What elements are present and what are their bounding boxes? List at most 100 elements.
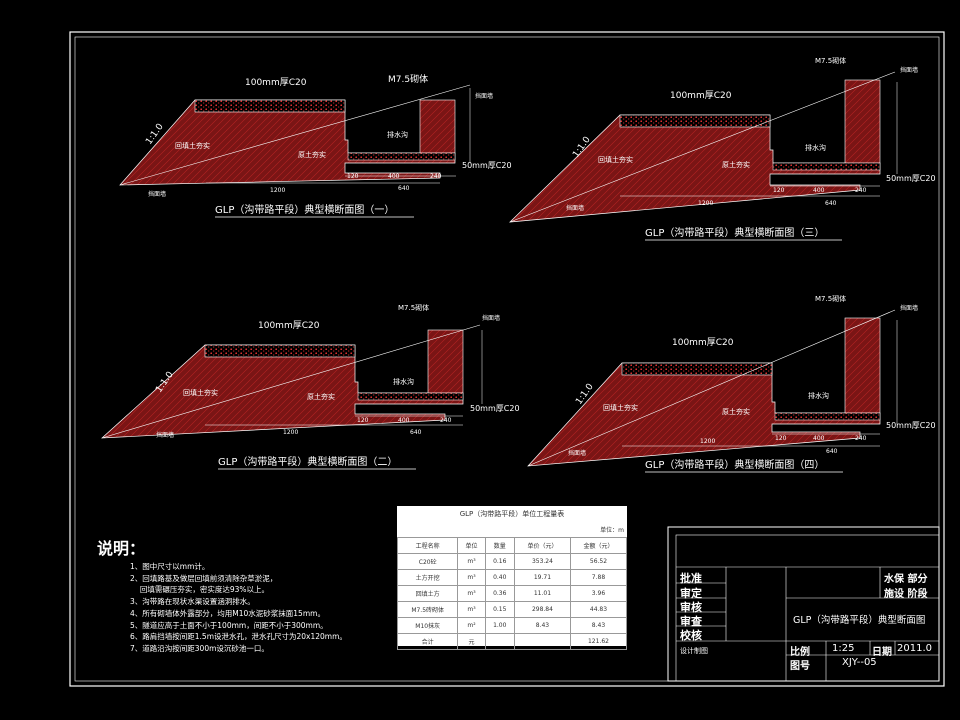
table-cell: 56.52	[569, 553, 628, 570]
table-row: 合计 元 121.62	[396, 633, 628, 650]
table-cell: 7.88	[569, 569, 628, 586]
section-1-c20-layer	[194, 99, 346, 113]
notes: 说明： 1、图中尺寸以mm计。 2、回填路基及做层回填前须清除杂草淤泥， 回填需…	[97, 535, 347, 655]
note-item: 3、沟带路在现状水渠设置涵洞排水。	[130, 597, 255, 607]
quantity-table-grid: 工程名称 单位 数量 单价（元） 金额（元） C20砼 m³ 0.16 353.…	[396, 537, 628, 650]
section-4-wall	[844, 317, 881, 414]
section-2-label-c20-bottom: 50mm厚C20	[470, 404, 520, 413]
table-cell: 353.24	[513, 553, 571, 570]
section-3-leader	[509, 71, 896, 223]
notes-list: 1、图中尺寸以mm计。 2、回填路基及做层回填前须清除杂草淤泥， 回填需碾压夯实…	[130, 561, 347, 655]
section-2-c20-layer	[204, 344, 356, 358]
title-block-project-part: 水保 部分	[884, 574, 928, 585]
title-block	[667, 526, 940, 682]
section-2-dim-1200: 1200	[283, 429, 298, 436]
table-cell: m³	[457, 585, 486, 602]
section-4-label-ditch: 排水沟	[808, 391, 829, 400]
section-1-caption: GLP（沟带路平段）典型横断面图（一）	[215, 203, 394, 216]
title-block-scale-label: 比例	[790, 647, 810, 658]
table-cell: 3.96	[569, 585, 628, 602]
section-3-dim-120: 120	[773, 187, 785, 194]
section-2-dim-240: 240	[440, 417, 452, 424]
section-3-c20-layer	[619, 114, 771, 128]
title-block-audit: 审查	[680, 615, 702, 628]
section-1-label-c20-top: 100mm厚C20	[245, 77, 307, 88]
table-cell: 0.15	[484, 601, 515, 618]
section-2-dim-640: 640	[410, 429, 422, 436]
table-cell: 44.83	[569, 601, 628, 618]
section-2-caption: GLP（沟带路平段）典型横断面图（二）	[218, 455, 397, 468]
table-cell: M7.5砖砌体	[396, 601, 459, 618]
title-block-date-label: 日期	[872, 647, 892, 658]
section-1-label-fill-right: 原土夯实	[298, 150, 326, 159]
table-row: 回填土方 m³ 0.36 11.01 3.96	[396, 585, 628, 602]
section-1-label-base: 挡面墙	[148, 190, 166, 198]
title-block-design: 设计制图	[680, 647, 708, 655]
table-row: M7.5砖砌体 m³ 0.15 298.84 44.83	[396, 601, 628, 618]
table-cell: m³	[457, 601, 486, 618]
table-row: 土方开挖 m³ 0.40 19.71 7.88	[396, 569, 628, 586]
section-3-dim-640: 640	[825, 200, 837, 207]
section-4-label-c20-bottom: 50mm厚C20	[886, 421, 936, 430]
table-cell: 19.71	[513, 569, 571, 586]
section-3-caption: GLP（沟带路平段）典型横断面图（三）	[645, 226, 824, 239]
title-block-proofread: 校核	[680, 629, 702, 642]
section-4-label-fill-right: 原土夯实	[722, 407, 750, 416]
section-2-dim-400: 400	[398, 417, 410, 424]
cross-section-4: 100mm厚C20 M7.5砌体 挡面墙 回填土夯实 原土夯实 排水沟 50mm…	[527, 294, 936, 473]
title-block-date-value: 2011.0	[897, 643, 932, 654]
section-2-label-base: 挡面墙	[156, 431, 174, 439]
table-cell: M10抹灰	[396, 617, 459, 634]
table-cell: 8.43	[513, 617, 571, 634]
section-4-c20-bottom	[774, 412, 881, 421]
note-item: 回填需碾压夯实，密实度达93%以上。	[130, 585, 270, 595]
cross-section-2: 100mm厚C20 M7.5砌体 挡面墙 回填土夯实 原土夯实 排水沟 50mm…	[101, 303, 520, 470]
table-cell: 0.40	[484, 569, 515, 586]
section-2-label-ditch: 排水沟	[393, 377, 414, 386]
note-item: 6、路肩挡墙按间距1.5m设泄水孔，泄水孔尺寸为20x120mm。	[130, 632, 347, 642]
section-2-label-wall2: 挡面墙	[482, 314, 500, 322]
section-1-dim-1200: 1200	[270, 187, 285, 194]
section-1-label-fill-left: 回填土夯实	[175, 141, 210, 150]
note-item: 2、回填路基及做层回填前须清除杂草淤泥，	[130, 573, 278, 583]
table-header-cell: 金额（元）	[569, 537, 628, 554]
section-1-earth	[119, 99, 456, 186]
section-1-leader	[119, 84, 471, 186]
section-2-label-fill-left: 回填土夯实	[183, 388, 218, 397]
section-4-label-wall2: 挡面墙	[900, 304, 918, 312]
section-4-label-base: 挡面墙	[568, 449, 586, 457]
section-1-c20-bottom	[347, 152, 456, 161]
section-2-label-fill-right: 原土夯实	[307, 392, 335, 401]
section-1-label-wall: M7.5砌体	[388, 73, 428, 85]
table-cell: 298.84	[513, 601, 571, 618]
section-3-label-wall2: 挡面墙	[900, 66, 918, 74]
table-cell: 0.36	[484, 585, 515, 602]
section-4-dim-240: 240	[855, 435, 867, 442]
title-block-scale-value: 1:25	[832, 643, 855, 654]
table-header-cell: 数量	[484, 537, 515, 554]
title-block-inner	[675, 534, 940, 682]
note-item: 7、道路沿沟按间距300m设沉砂池一口。	[130, 643, 269, 653]
table-cell: 8.43	[569, 617, 628, 634]
section-1-label-ditch: 排水沟	[387, 130, 408, 139]
table-cell: 回填土方	[396, 585, 459, 602]
section-3-label-c20-top: 100mm厚C20	[670, 90, 732, 101]
table-row: M10抹灰 m² 1.00 8.43 8.43	[396, 617, 628, 634]
section-4-label-wall: M7.5砌体	[815, 294, 846, 303]
section-1-dim-640: 640	[398, 185, 410, 192]
section-1-wall	[419, 99, 456, 154]
section-4-c20-layer	[621, 362, 773, 376]
table-cell: 121.62	[569, 633, 628, 650]
outer-frame	[69, 31, 945, 687]
table-cell: C20砼	[396, 553, 459, 570]
notes-title: 说明：	[97, 539, 146, 558]
section-2-leader	[101, 324, 481, 439]
section-3-c20-bottom	[772, 162, 881, 171]
section-1-dim-240: 240	[430, 173, 442, 180]
section-3-label-c20-bottom: 50mm厚C20	[886, 174, 936, 183]
title-block-approve: 批准	[680, 572, 702, 585]
table-cell	[484, 633, 515, 650]
section-2-c20-bottom	[357, 392, 464, 401]
title-block-figure-value: XJY--05	[842, 657, 877, 668]
